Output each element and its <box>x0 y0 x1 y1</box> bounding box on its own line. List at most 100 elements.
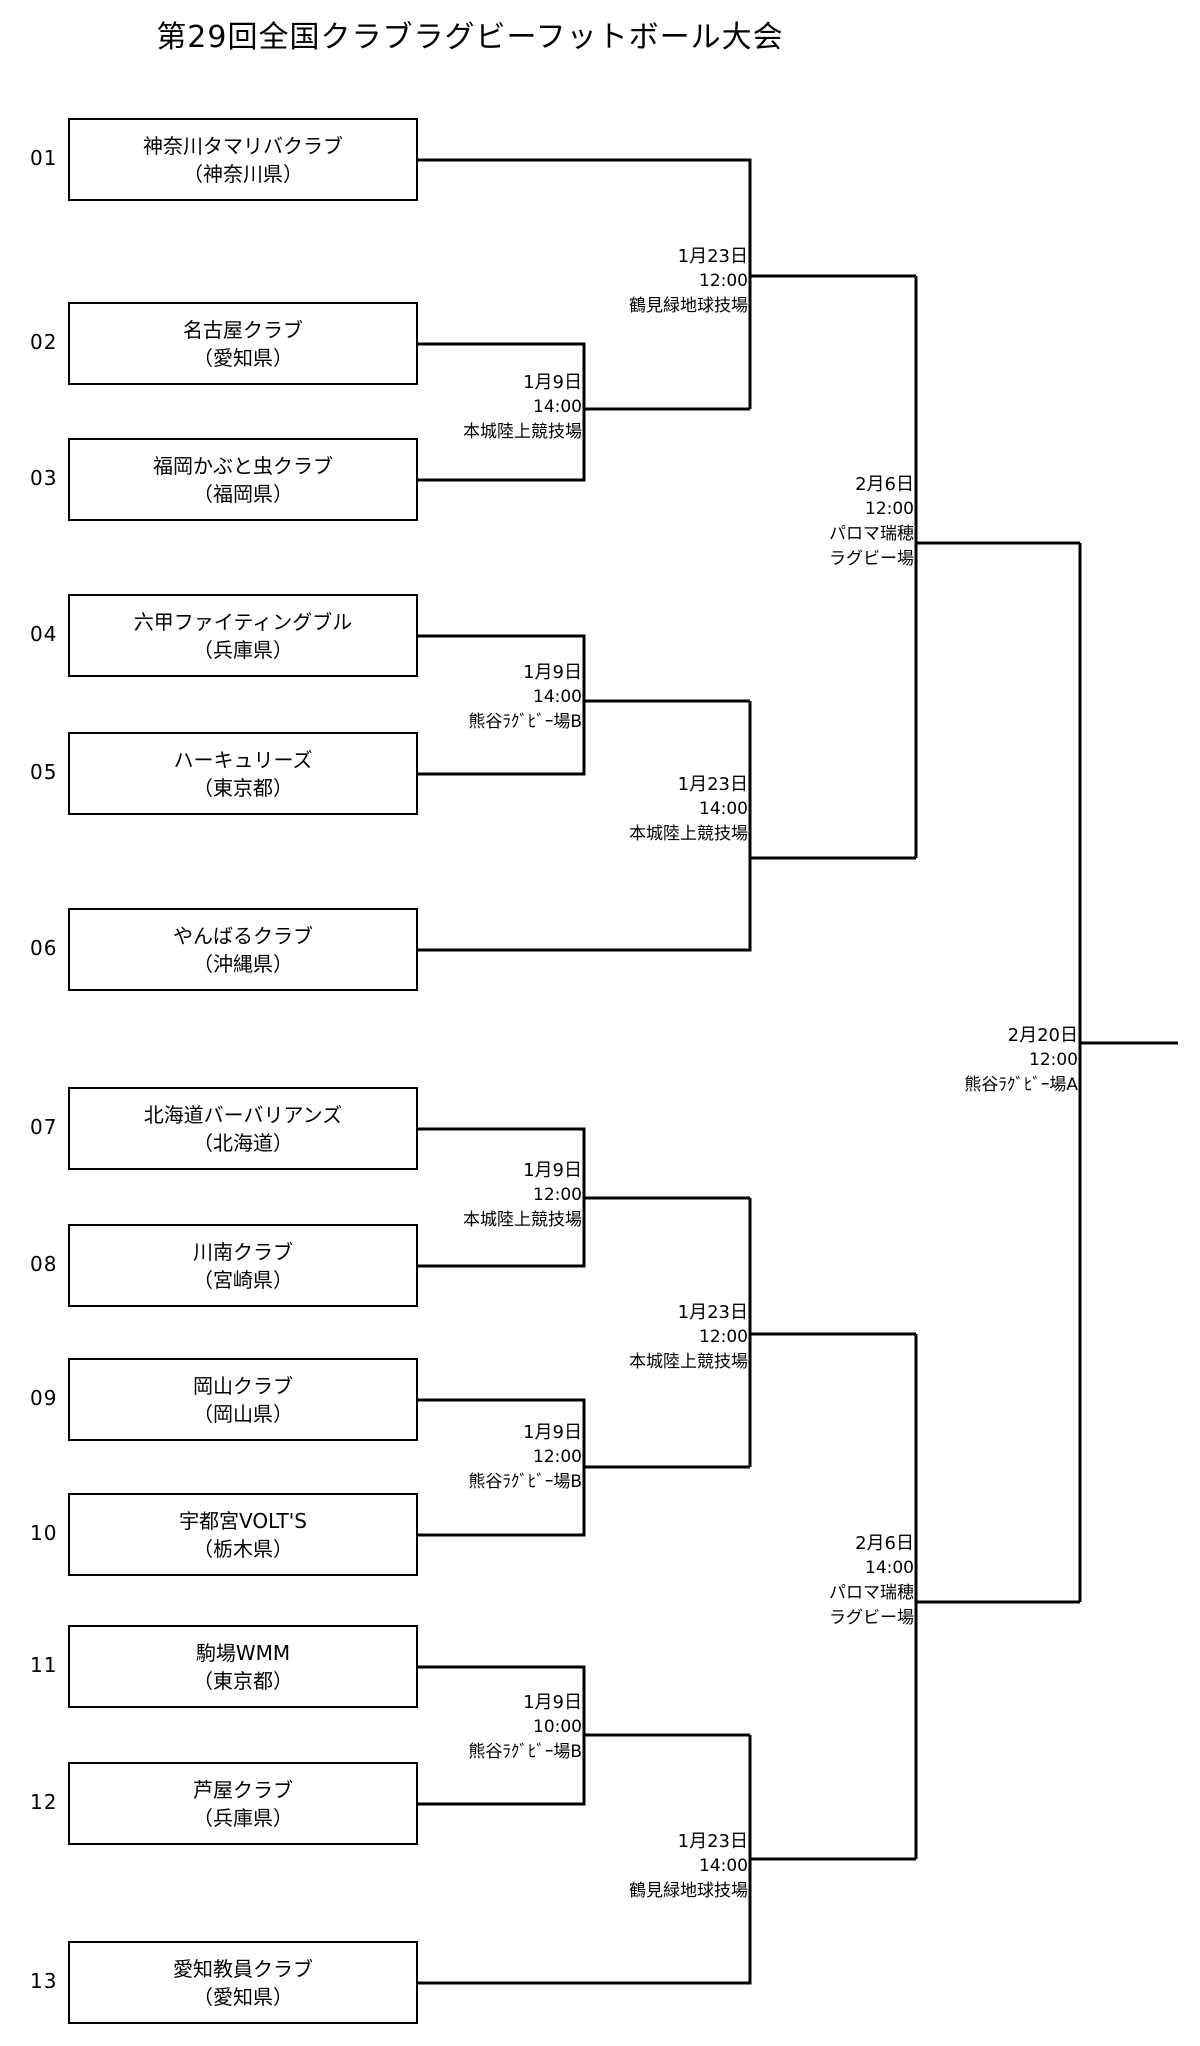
team-name: やんばるクラブ <box>173 923 313 948</box>
seed-number: 07 <box>30 1115 58 1139</box>
team-prefecture: （愛知県） <box>193 1984 293 2009</box>
match-info: 1月9日 14:00 熊谷ﾗｸﾞﾋﾞｰ場B <box>468 660 582 735</box>
bracket-line <box>418 1735 916 1985</box>
team-box: 芦屋クラブ （兵庫県） <box>68 1762 418 1845</box>
team-prefecture: （神奈川県） <box>183 161 303 186</box>
seed-number: 03 <box>30 466 58 490</box>
match-venue: 本城陸上競技場 <box>463 1210 582 1230</box>
match-time: 12:00 <box>533 1447 582 1467</box>
seed-number: 02 <box>30 330 58 354</box>
match-info: 2月6日 14:00 パロマ瑞穂 ラグビー場 <box>829 1531 914 1631</box>
match-date: 1月9日 <box>523 662 582 683</box>
match-time: 14:00 <box>699 1856 748 1876</box>
match-time: 14:00 <box>865 1558 914 1578</box>
team-box: 宇都宮VOLT'S （栃木県） <box>68 1493 418 1576</box>
match-date: 1月23日 <box>677 774 748 795</box>
match-date: 1月23日 <box>677 246 748 267</box>
match-date: 1月23日 <box>677 1302 748 1323</box>
team-box: 名古屋クラブ （愛知県） <box>68 302 418 385</box>
match-time: 12:00 <box>699 271 748 291</box>
seed-number: 10 <box>30 1521 58 1545</box>
match-time: 14:00 <box>699 799 748 819</box>
match-info: 1月23日 12:00 本城陸上競技場 <box>629 1300 748 1375</box>
team-name: 芦屋クラブ <box>193 1777 293 1802</box>
match-venue: 本城陸上競技場 <box>463 422 582 442</box>
match-info: 1月23日 14:00 鶴見緑地球技場 <box>629 1829 748 1904</box>
bracket-line <box>914 1334 1080 1859</box>
seed-number: 01 <box>30 146 58 170</box>
team-name: 北海道バーバリアンズ <box>143 1102 343 1127</box>
team-prefecture: （北海道） <box>193 1130 293 1155</box>
team-box: 北海道バーバリアンズ （北海道） <box>68 1087 418 1170</box>
seed-number: 13 <box>30 1969 58 1993</box>
team-prefecture: （栃木県） <box>193 1536 293 1561</box>
match-info: 1月9日 12:00 熊谷ﾗｸﾞﾋﾞｰ場B <box>468 1420 582 1495</box>
bracket-line <box>418 1127 750 1268</box>
match-time: 12:00 <box>533 1185 582 1205</box>
match-time: 12:00 <box>699 1327 748 1347</box>
bracket-line <box>418 342 750 482</box>
team-box: ハーキュリーズ （東京都） <box>68 732 418 815</box>
team-box: 愛知教員クラブ （愛知県） <box>68 1941 418 2024</box>
team-name: 名古屋クラブ <box>183 317 303 342</box>
page-title: 第29回全国クラブラグビーフットボール大会 <box>156 20 784 55</box>
match-info: 2月6日 12:00 パロマ瑞穂 ラグビー場 <box>829 472 914 572</box>
team-name: 岡山クラブ <box>193 1373 293 1398</box>
match-venue: パロマ瑞穂 <box>829 1583 914 1603</box>
bracket-line <box>748 1198 916 1467</box>
team-prefecture: （福岡県） <box>193 481 293 506</box>
bracket-line <box>418 634 750 776</box>
team-box: 福岡かぶと虫クラブ （福岡県） <box>68 438 418 521</box>
match-venue: 本城陸上競技場 <box>629 824 748 844</box>
bracket-line <box>914 276 1080 858</box>
match-date: 2月6日 <box>855 1533 914 1554</box>
match-date: 1月23日 <box>677 1831 748 1852</box>
team-prefecture: （東京都） <box>193 775 293 800</box>
team-prefecture: （宮崎県） <box>193 1267 293 1292</box>
match-venue: パロマ瑞穂 <box>829 524 914 544</box>
bracket-line <box>418 1665 750 1806</box>
match-info: 1月9日 14:00 本城陸上競技場 <box>463 370 582 445</box>
seed-number: 05 <box>30 760 58 784</box>
team-name: 駒場WMM <box>195 1640 291 1665</box>
team-box: 六甲ファイティングブル （兵庫県） <box>68 594 418 677</box>
bracket-line <box>418 1398 750 1537</box>
team-name: 福岡かぶと虫クラブ <box>153 453 333 478</box>
team-box: やんばるクラブ （沖縄県） <box>68 908 418 991</box>
match-info: 1月9日 12:00 本城陸上競技場 <box>463 1158 582 1233</box>
team-name: 神奈川タマリバクラブ <box>143 133 343 158</box>
team-box: 神奈川タマリバクラブ （神奈川県） <box>68 118 418 201</box>
team-box: 駒場WMM （東京都） <box>68 1625 418 1708</box>
bracket-line <box>418 158 916 409</box>
team-prefecture: （兵庫県） <box>193 1805 293 1830</box>
bracket-line <box>418 701 916 952</box>
team-name: 六甲ファイティングブル <box>133 609 353 634</box>
seed-number: 04 <box>30 622 58 646</box>
seed-number: 09 <box>30 1386 58 1410</box>
match-date: 2月6日 <box>855 474 914 495</box>
match-info: 1月23日 12:00 鶴見緑地球技場 <box>629 244 748 319</box>
match-time: 14:00 <box>533 397 582 417</box>
team-box: 岡山クラブ （岡山県） <box>68 1358 418 1441</box>
match-venue: 熊谷ﾗｸﾞﾋﾞｰ場B <box>468 712 582 732</box>
match-date: 1月9日 <box>523 1692 582 1713</box>
match-venue: 鶴見緑地球技場 <box>629 1881 748 1901</box>
match-venue: 熊谷ﾗｸﾞﾋﾞｰ場B <box>468 1472 582 1492</box>
team-name: 愛知教員クラブ <box>173 1956 313 1981</box>
seed-number: 11 <box>30 1653 58 1677</box>
match-date: 1月9日 <box>523 1422 582 1443</box>
seed-number: 08 <box>30 1252 58 1276</box>
match-venue: 本城陸上競技場 <box>629 1352 748 1372</box>
team-box: 川南クラブ （宮崎県） <box>68 1224 418 1307</box>
match-date: 2月20日 <box>1007 1025 1078 1046</box>
match-date: 1月9日 <box>523 372 582 393</box>
match-time: 12:00 <box>1029 1050 1078 1070</box>
bracket-line <box>1078 543 1178 1602</box>
team-prefecture: （東京都） <box>193 1668 293 1693</box>
seed-number: 06 <box>30 936 58 960</box>
match-info: 1月23日 14:00 本城陸上競技場 <box>629 772 748 847</box>
match-venue: 熊谷ﾗｸﾞﾋﾞｰ場A <box>964 1075 1078 1095</box>
match-venue: ラグビー場 <box>829 1608 914 1628</box>
match-time: 14:00 <box>533 687 582 707</box>
